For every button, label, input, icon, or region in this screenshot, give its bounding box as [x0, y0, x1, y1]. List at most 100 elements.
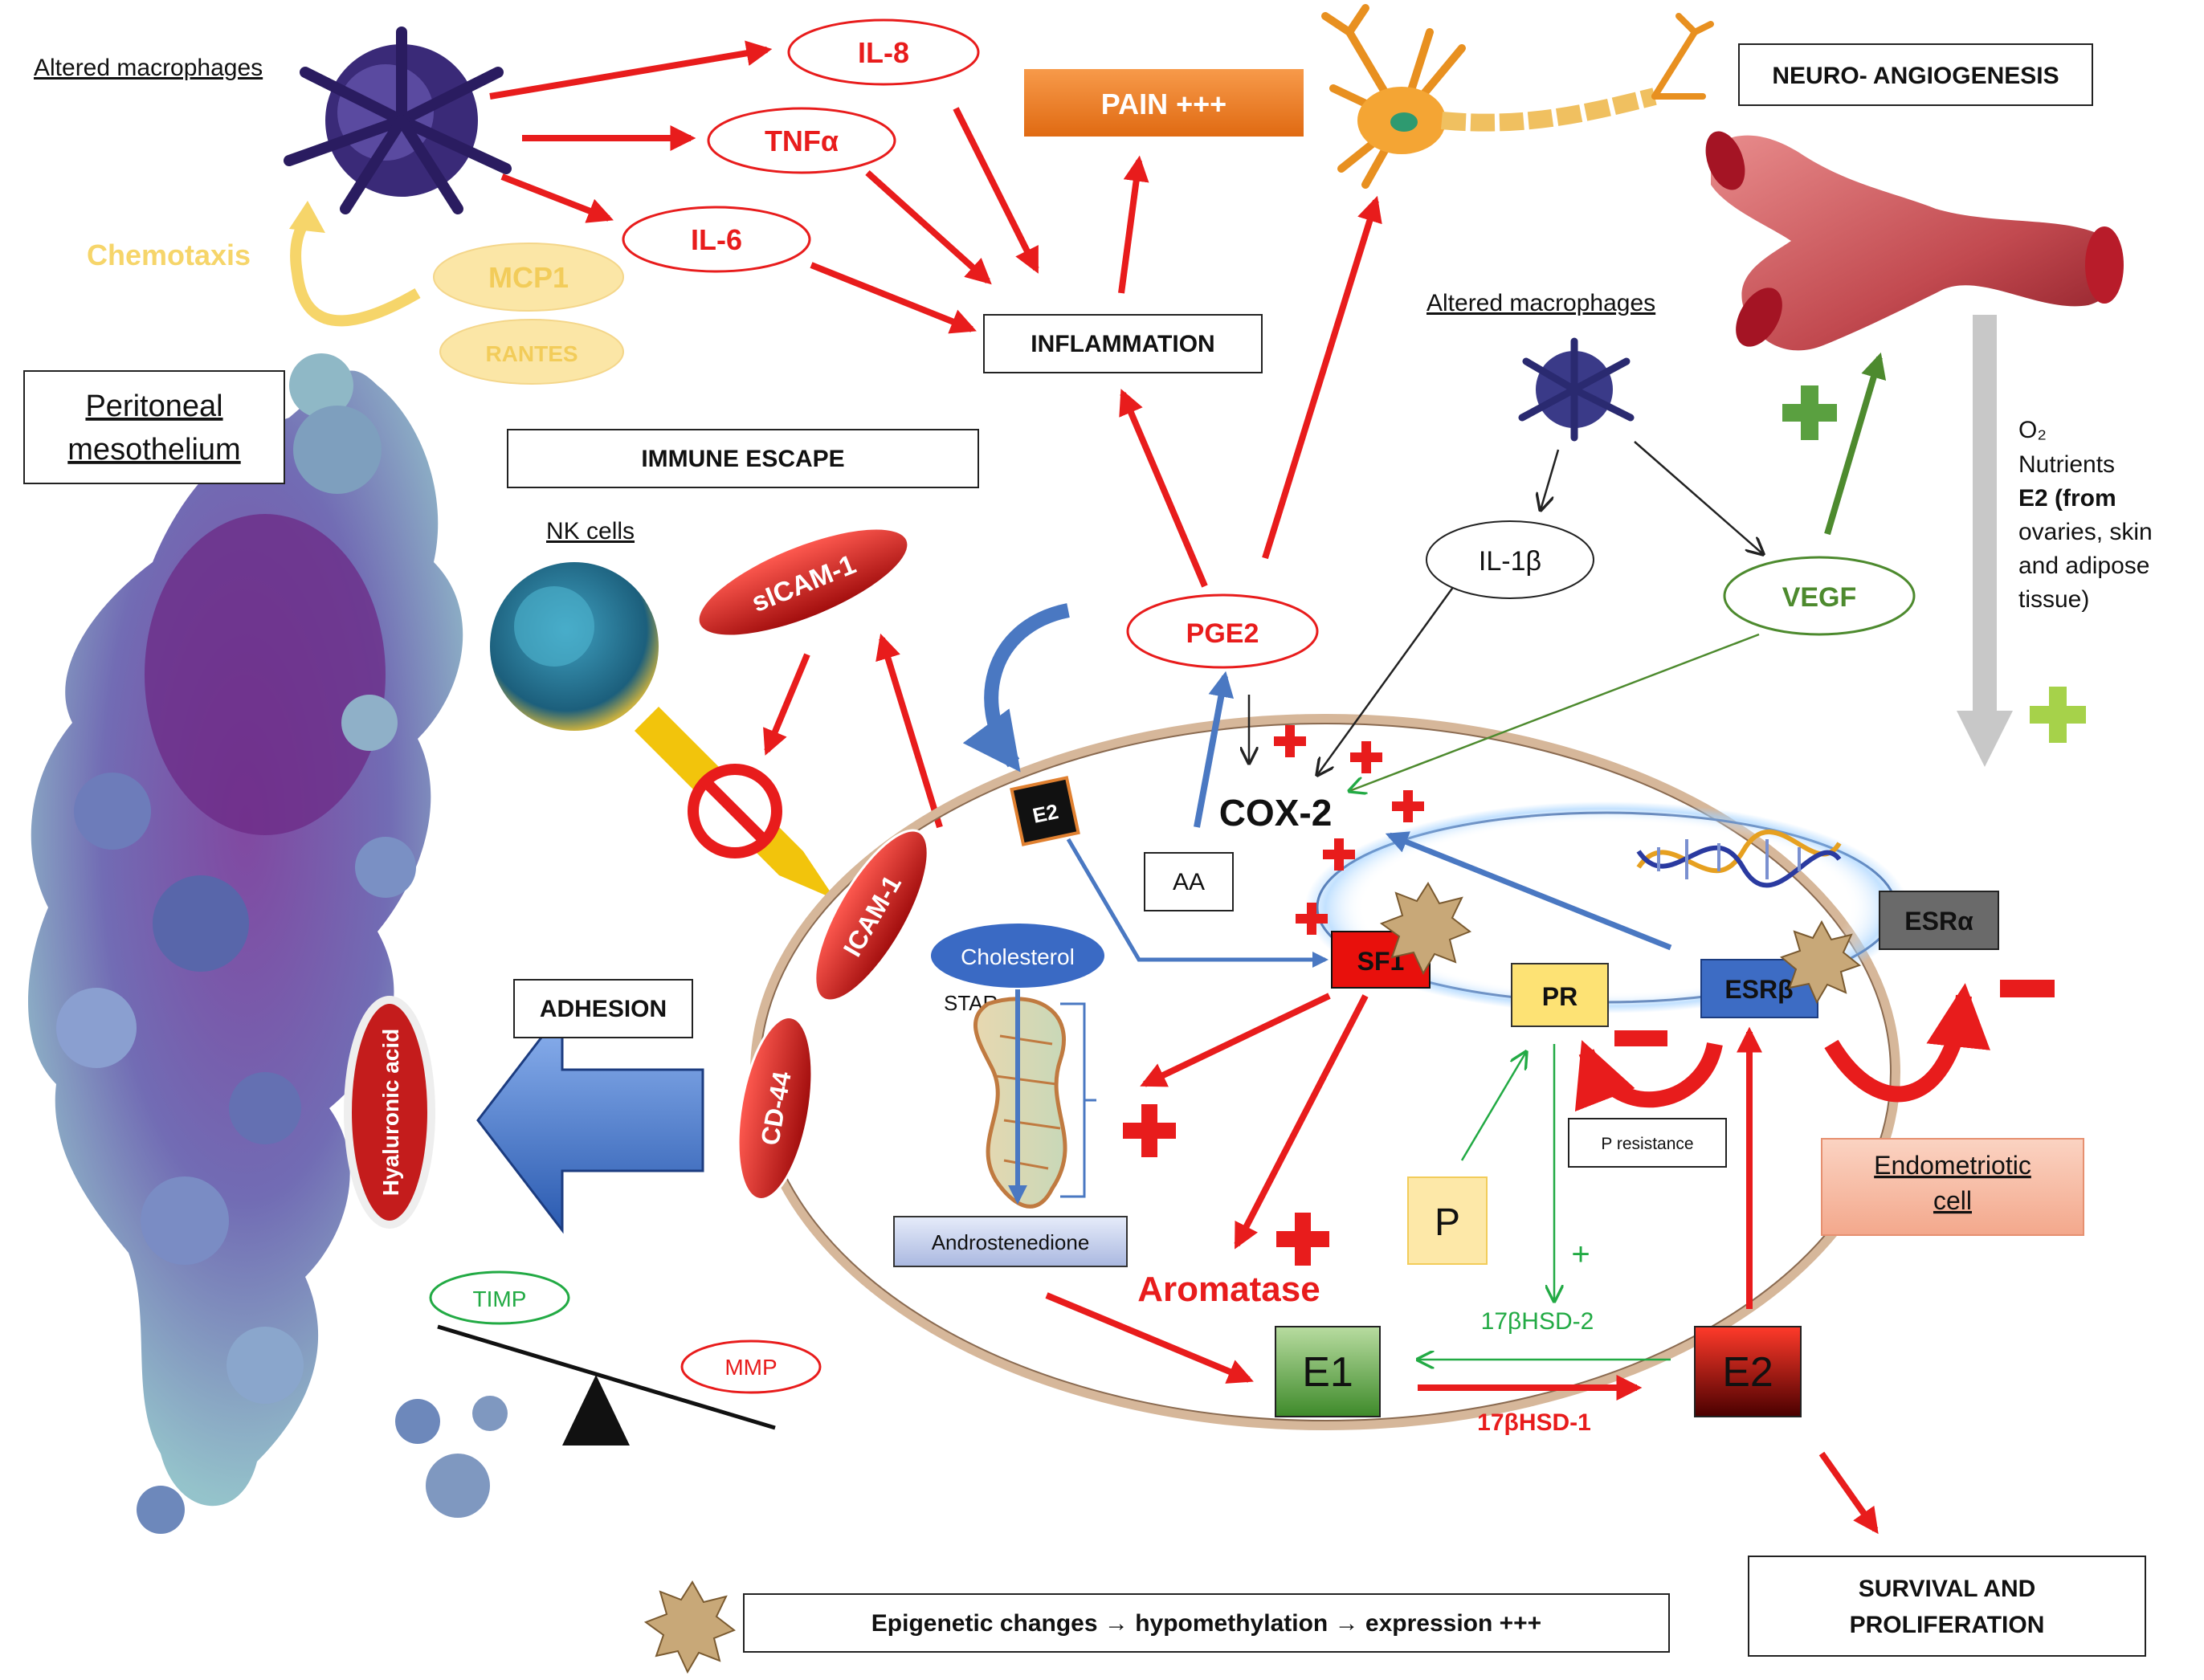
- svg-text:and adipose: and adipose: [2018, 553, 2149, 579]
- arrow-pge2-neuro: [1262, 195, 1382, 560]
- svg-text:Epigenetic changes → hypomethy: Epigenetic changes → hypomethylation → e…: [871, 1610, 1541, 1637]
- androstenedione-box: Androstenedione: [893, 1216, 1128, 1267]
- arrow-macrophage-il1b: [1541, 449, 1560, 510]
- p-resistance-box: P resistance: [1568, 1118, 1727, 1168]
- svg-text:IL-6: IL-6: [691, 223, 742, 256]
- sf1-box: SF1: [1331, 931, 1431, 989]
- svg-text:PGE2: PGE2: [1186, 618, 1259, 649]
- svg-text:Endometriotic: Endometriotic: [1874, 1151, 2031, 1180]
- inhibit-esrb-pr: [1575, 1040, 1723, 1112]
- macrophage-top-icon: [284, 27, 512, 214]
- svg-text:Cholesterol: Cholesterol: [961, 944, 1075, 969]
- inhibit-esra-esrb: [1824, 983, 1990, 1103]
- svg-text:IL-1β: IL-1β: [1479, 546, 1541, 577]
- peritoneal-mesothelium-label: Peritoneal mesothelium: [23, 370, 285, 484]
- arrow-e2-entry: [962, 603, 1070, 773]
- arrow-e2-sf1: [1066, 838, 1329, 968]
- e2-box: E2: [1694, 1326, 1802, 1417]
- arrow-macrophage-il6: [500, 173, 614, 223]
- svg-text:VEGF: VEGF: [1782, 582, 1857, 613]
- pge2-ellipse: PGE2: [1126, 593, 1319, 669]
- epigenetic-legend-box: Epigenetic changes → hypomethylation → e…: [743, 1593, 1670, 1653]
- altered-macrophages-label-right: Altered macrophages: [1426, 290, 1655, 316]
- cox2-label: COX-2: [1219, 792, 1333, 834]
- svg-text:tissue): tissue): [2018, 586, 2089, 613]
- arrow-sicam1-block: [763, 653, 810, 756]
- svg-text:RANTES: RANTES: [485, 341, 578, 366]
- svg-text:ovaries, skin: ovaries, skin: [2018, 519, 2153, 545]
- cholesterol-ellipse: Cholesterol: [931, 924, 1104, 988]
- adhesion-arrow: [476, 1006, 704, 1234]
- vegf-ellipse: VEGF: [1723, 556, 1916, 636]
- epigenetic-star-sf1: [1379, 882, 1471, 976]
- immune-escape-box: IMMUNE ESCAPE: [507, 429, 979, 488]
- svg-text:Hyaluronic acid: Hyaluronic acid: [378, 1029, 403, 1197]
- svg-text:NEURO- ANGIOGENESIS: NEURO- ANGIOGENESIS: [1772, 63, 2059, 89]
- svg-text:PR: PR: [1542, 982, 1577, 1011]
- blocked-attack-arrow: [635, 707, 835, 899]
- arrow-pge2-inflammation: [1119, 389, 1208, 588]
- tnfa-ellipse: TNFα: [707, 107, 896, 174]
- arrow-e2-survival: [1818, 1451, 1879, 1535]
- svg-text:SURVIVAL AND: SURVIVAL AND: [1859, 1576, 2036, 1602]
- sicam1-ellipse: sICAM-1: [696, 527, 910, 638]
- arrow-aa-pge2: [1194, 671, 1235, 828]
- svg-text:P: P: [1435, 1201, 1460, 1244]
- pr-box: PR: [1511, 963, 1609, 1027]
- dna-helix-icon: [1636, 830, 1842, 888]
- svg-text:AA: AA: [1173, 869, 1205, 895]
- blood-vessel-icon: [1705, 131, 2124, 351]
- plus-aromatase: [1276, 1213, 1329, 1266]
- pain-box: PAIN +++: [1024, 69, 1304, 137]
- supply-arrow: [1957, 315, 2013, 767]
- minus-pr: [1614, 1030, 1667, 1046]
- arrow-vegf-cox2: [1349, 633, 1760, 791]
- altered-macrophages-label-top: Altered macrophages: [34, 55, 263, 81]
- e2-membrane-square: E2: [1010, 776, 1080, 846]
- svg-text:IL-8: IL-8: [858, 36, 909, 69]
- svg-text:E2: E2: [1031, 799, 1060, 828]
- svg-text:E2 (from: E2 (from: [2018, 485, 2116, 512]
- svg-text:P resistance: P resistance: [1601, 1135, 1693, 1153]
- svg-text:E2: E2: [1722, 1349, 1773, 1396]
- arrow-sf1-steroidogenesis: [1140, 993, 1331, 1087]
- svg-text:IMMUNE ESCAPE: IMMUNE ESCAPE: [641, 446, 844, 472]
- esrb-box: ESRβ: [1700, 959, 1818, 1018]
- svg-text:cell: cell: [1933, 1186, 1972, 1215]
- endometriotic-cell-label: Endometriotic cell: [1821, 1138, 2084, 1236]
- chemotaxis-arrow: [290, 218, 421, 327]
- svg-text:ESRα: ESRα: [1904, 907, 1973, 936]
- neuron-icon: [1321, 4, 1714, 189]
- svg-text:PROLIFERATION: PROLIFERATION: [1850, 1612, 2045, 1638]
- arrow-sf1-aromatase: [1234, 994, 1369, 1250]
- svg-text:O₂: O₂: [2018, 417, 2047, 443]
- plus-green-hsd2: +: [1571, 1237, 1590, 1272]
- balance-fulcrum: [562, 1375, 630, 1446]
- macrophage-right-icon: [1518, 337, 1635, 442]
- plus-green-vessel: [1782, 385, 1837, 440]
- hsd1-label: 17βHSD-1: [1477, 1409, 1591, 1436]
- balance-beam: [437, 1324, 776, 1430]
- plus-steroidogenesis: [1123, 1104, 1176, 1157]
- mito-bracket: [1060, 1002, 1096, 1198]
- arrow-p-pr: [1460, 1052, 1526, 1161]
- arrow-il8-inflammation: [953, 107, 1039, 274]
- hyaluronic-acid-ellipse: Hyaluronic acid: [344, 996, 435, 1229]
- hsd2-label: 17βHSD-2: [1481, 1308, 1594, 1335]
- survival-proliferation-box: SURVIVAL AND PROLIFERATION: [1748, 1556, 2146, 1657]
- svg-text:PAIN +++: PAIN +++: [1101, 88, 1226, 120]
- arrow-inflammation-pain: [1118, 155, 1149, 294]
- aromatase-label: Aromatase: [1137, 1270, 1320, 1309]
- peritoneal-mesothelium-tissue: [28, 353, 508, 1534]
- svg-text:INFLAMMATION: INFLAMMATION: [1031, 331, 1214, 357]
- nk-cells-label: NK cells: [546, 518, 635, 544]
- arrow-macrophage-vegf: [1634, 441, 1763, 554]
- mitochondria-icon: [973, 997, 1067, 1209]
- arrow-tnfa-inflammation: [865, 170, 992, 285]
- epigenetic-star-esrb: [1780, 920, 1862, 1005]
- arrow-il6-inflammation: [810, 262, 977, 334]
- arrow-androstenedione-e1: [1045, 1292, 1254, 1384]
- svg-text:MMP: MMP: [724, 1355, 777, 1380]
